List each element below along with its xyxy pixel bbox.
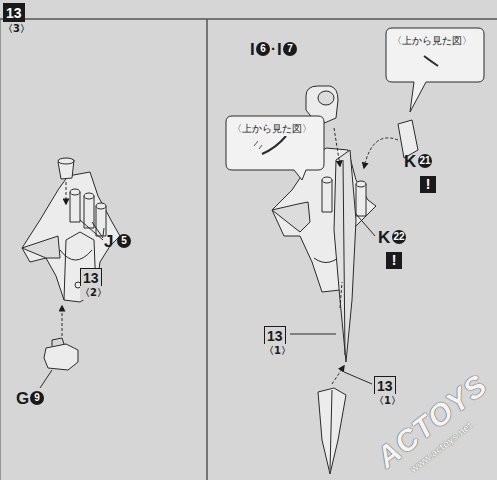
part-number: 22 — [392, 230, 406, 244]
part-number: 9 — [30, 391, 44, 405]
separator: · — [271, 40, 276, 57]
part-letter: G — [16, 389, 29, 409]
part-letter: K — [404, 152, 416, 172]
view-note: 〈上から見た図〉 — [232, 122, 312, 136]
part-number: 6 — [256, 42, 270, 56]
part-letter: I — [250, 40, 255, 60]
caution-mark: ! — [386, 252, 402, 269]
part-letter: I — [277, 40, 282, 60]
view-note: 〈上から見た図〉 — [392, 34, 472, 48]
step-number: 13 — [3, 3, 25, 23]
sub-step: 〈2〉 — [80, 286, 107, 300]
part-letter: J — [104, 232, 113, 252]
part-number: 21 — [418, 154, 432, 168]
sub-step: 〈3〉 — [3, 22, 30, 36]
caution-mark: ! — [420, 176, 436, 193]
part-number: 5 — [117, 234, 131, 248]
part-letter: K — [378, 228, 390, 248]
part-number: 7 — [283, 42, 297, 56]
sub-step: 〈1〉 — [374, 394, 401, 408]
step-callout: 13 — [264, 326, 286, 346]
step-callout: 13 — [80, 268, 102, 288]
step-callout: 13 — [374, 376, 396, 396]
sub-step: 〈1〉 — [264, 344, 291, 358]
